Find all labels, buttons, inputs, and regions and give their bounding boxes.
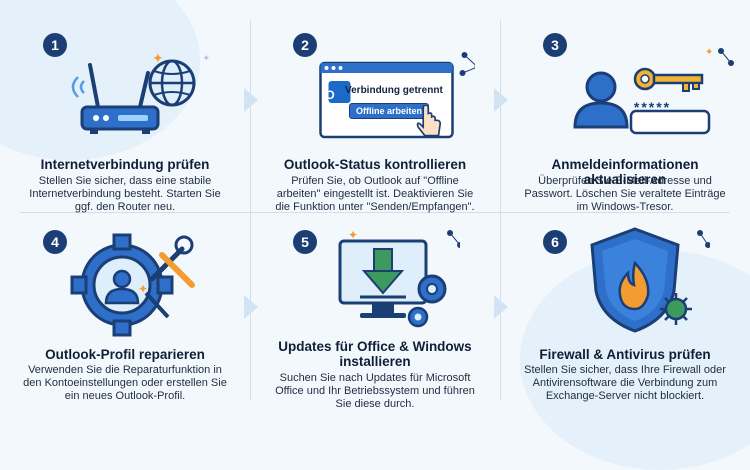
flow-arrow — [494, 295, 508, 319]
step-6-card: 6 ✦ Firewall & Antivirus prüfen Stellen … — [505, 215, 745, 420]
step-3-card: 3 ✦ ***** Anmeldeinformationen aktualisi… — [505, 5, 745, 213]
step-number: 2 — [293, 33, 317, 57]
step-description: Suchen Sie nach Updates für Microsoft Of… — [275, 372, 475, 410]
shield-fire-icon: ✦ — [590, 227, 710, 333]
step-description: Überprüfen Sie E-Mail-Adresse und Passwo… — [524, 175, 726, 213]
svg-text:✦: ✦ — [138, 282, 148, 296]
step-2-card: 2 O Verbindung getrennt Offline arbeiten… — [255, 5, 495, 213]
svg-text:✦: ✦ — [202, 53, 210, 63]
globe-icon — [148, 59, 196, 107]
gear-user-icon: ✦ — [70, 233, 195, 337]
step-description: Prüfen Sie, ob Outlook auf "Offline arbe… — [275, 175, 475, 213]
flow-arrow — [244, 295, 258, 319]
hand-pointer-icon — [416, 105, 442, 137]
step-title: Outlook-Profil reparieren — [45, 347, 205, 362]
flow-arrow — [494, 88, 508, 112]
step-number: 6 — [543, 230, 567, 254]
step-title: Internetverbindung prüfen — [40, 157, 210, 172]
virus-icon — [660, 293, 692, 325]
svg-text:✦: ✦ — [348, 228, 358, 242]
step-title: Anmeldeinformationen aktualisieren — [551, 157, 699, 187]
download-monitor-icon: ✦ — [338, 228, 460, 328]
user-key-icon: ✦ — [573, 47, 734, 135]
step-4-card: 4 ✦ Outlook-Profil reparieren Verwenden … — [5, 215, 245, 420]
step-number: 1 — [43, 33, 67, 57]
step-title: Firewall & Antivirus prüfen — [539, 347, 711, 362]
step-description: Verwenden Sie die Reparaturfunktion in d… — [23, 364, 227, 402]
password-mask: ***** — [633, 99, 672, 115]
router-icon: ✦ ✦ — [71, 50, 210, 134]
step-title: Updates für Office & Windows installiere… — [278, 339, 472, 369]
step-description: Stellen Sie sicher, dass Ihre Firewall o… — [524, 364, 726, 402]
step-number: 5 — [293, 230, 317, 254]
step-title: Outlook-Status kontrollieren — [283, 157, 467, 172]
step-number: 3 — [543, 33, 567, 57]
outlook-app-letter: O — [325, 88, 335, 102]
step-description: Stellen Sie sicher, dass eine stabile In… — [29, 175, 221, 213]
svg-text:✦: ✦ — [152, 50, 164, 66]
step-number: 4 — [43, 230, 67, 254]
flow-arrow — [244, 88, 258, 112]
connection-status: Verbindung getrennt — [345, 85, 443, 96]
step-5-card: 5 ✦ Updates für Office & Windows install… — [255, 215, 495, 420]
step-1-card: 1 ✦ ✦ Internetverbindung prüfen Stellen … — [5, 5, 245, 213]
svg-text:✦: ✦ — [705, 47, 713, 58]
